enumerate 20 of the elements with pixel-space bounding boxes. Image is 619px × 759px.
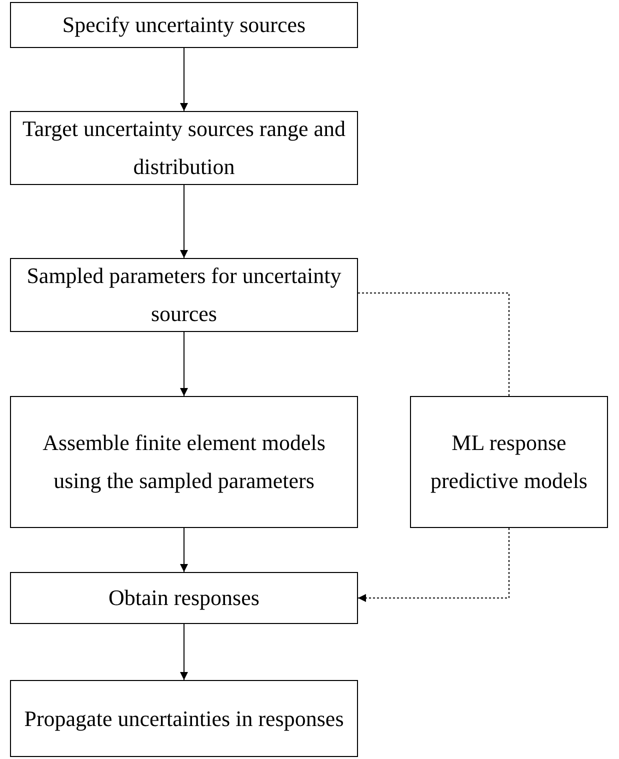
dotted-arrow (358, 528, 510, 602)
process-box (10, 680, 358, 757)
arrow (180, 624, 188, 680)
box-label: Specify uncertainty sources (62, 11, 306, 39)
arrow (180, 528, 188, 572)
process-box (10, 2, 358, 48)
box-label: Assemble finite element models using the sampled parameters (42, 429, 326, 495)
process-box (10, 572, 358, 624)
box-label: Propagate uncertainties in responses (24, 704, 344, 733)
arrow (180, 332, 188, 396)
process-box (10, 111, 358, 185)
process-box (410, 396, 608, 528)
box-label: ML response predictive models (429, 429, 588, 495)
box-label: Sampled parameters for uncertainty sources (26, 262, 342, 328)
arrow (180, 48, 188, 112)
box-label: Target uncertainty sources range and distribution (21, 115, 347, 181)
process-box (10, 258, 358, 332)
process-box (10, 396, 358, 528)
box-label: Obtain responses (108, 584, 260, 612)
arrow (180, 184, 188, 258)
